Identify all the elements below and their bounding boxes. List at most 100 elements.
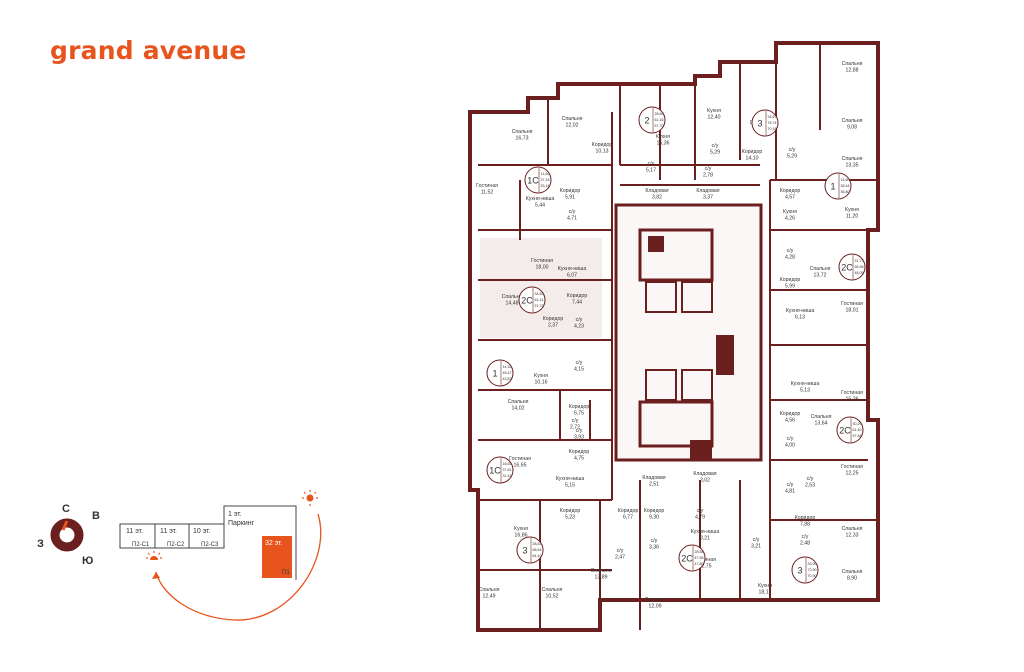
apartment-area: 34,83 [535, 292, 544, 296]
outer-walls [468, 41, 880, 632]
apartment-type: 1 [492, 369, 497, 379]
room-area: 3,82 [652, 195, 662, 201]
room-area: 4,71 [567, 216, 577, 222]
room-name: с/у [789, 147, 796, 153]
apartment-area: 57,70 [655, 124, 664, 128]
room-name: с/у [648, 161, 655, 167]
room-name: Кухня-ниша [558, 266, 587, 272]
apartment-area: 61,14 [535, 298, 544, 302]
apartment-area: 30,29 [853, 422, 862, 426]
room-area: 13,35 [846, 163, 859, 169]
room-label: с/у2,53 [805, 476, 815, 489]
room-area: 12,09 [649, 604, 662, 610]
apartment-area: 28,58 [695, 550, 704, 554]
ground-floor: 1 эт. [228, 511, 242, 518]
room-name: Коридор [618, 508, 639, 514]
room-name: Кухня-ниша [791, 381, 820, 387]
room-area: 18,00 [536, 265, 549, 271]
room-area: 4,81 [785, 489, 795, 495]
room-label: с/у3,36 [649, 538, 659, 551]
room-area: 6,07 [567, 273, 577, 279]
room-area: 16,86 [515, 533, 528, 539]
room-area: 12,33 [846, 533, 859, 539]
room-name: Спальня [842, 118, 863, 124]
apartment-area: 38,83 [533, 542, 542, 546]
room-area: 5,15 [565, 483, 575, 489]
room-name: Коридор [780, 188, 801, 194]
room-area: 2,37 [548, 323, 558, 329]
room-area: 12,88 [846, 68, 859, 74]
apartment-type: 1С [527, 176, 539, 186]
section-3-code: П2-С3 [201, 542, 219, 548]
room-label: с/у2,48 [800, 534, 810, 547]
compass-east: В [92, 510, 100, 522]
room-area: 14,48 [506, 301, 519, 307]
room-area: 18,17 [759, 590, 772, 596]
apartment-area: 57,84 [853, 434, 862, 438]
apartment-area: 68,64 [533, 548, 542, 552]
room-area: 10,13 [596, 149, 609, 155]
room-label: с/у2,72 [570, 418, 580, 431]
tower-code: П1 [282, 570, 290, 576]
apartment-type: 2 [644, 116, 649, 126]
sun-path-arc [155, 513, 322, 621]
apartment-type: 2С [681, 554, 693, 564]
apartment-area: 57,72 [535, 304, 544, 308]
room-area: 10,16 [535, 380, 548, 386]
room-area: 15,36 [657, 141, 670, 147]
room-area: 5,29 [710, 150, 720, 156]
room-name: Коридор [560, 188, 581, 194]
room-area: 16,73 [516, 136, 529, 142]
room-label: с/у5,29 [787, 147, 797, 160]
apartment-area: 64,10 [533, 554, 542, 558]
room-name: Кладовая [696, 188, 719, 194]
apartment-area: 34,67 [768, 115, 777, 119]
apartment-area: 33,14 [541, 184, 550, 188]
room-name: Коридор [543, 316, 564, 322]
room-label: с/у4,71 [567, 209, 577, 222]
room-area: 6,13 [795, 315, 805, 321]
room-area: 3,37 [703, 195, 713, 201]
apartment-area: 47,96 [695, 556, 704, 560]
room-area: 15,26 [846, 397, 859, 403]
interior-walls [478, 43, 878, 630]
room-name: Спальня [542, 587, 563, 593]
room-name: Спальня [512, 129, 533, 135]
room-area: 16,65 [514, 463, 527, 469]
room-name: Гостиная [509, 456, 531, 462]
room-area: 4,23 [574, 324, 584, 330]
room-area: 5,23 [565, 515, 575, 521]
room-area: 4,75 [574, 456, 584, 462]
room-area: 18,01 [846, 308, 859, 314]
room-name: Спальня [842, 526, 863, 532]
apartment-type: 2С [841, 263, 853, 273]
room-label: с/у2,47 [615, 548, 625, 561]
room-label: с/у4,23 [574, 317, 584, 330]
